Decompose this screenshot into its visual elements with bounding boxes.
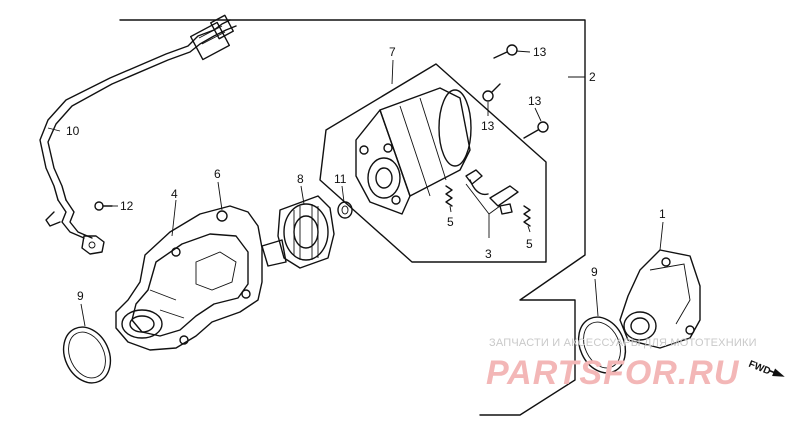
leader-lines: [47, 50, 664, 327]
wire-harness: [39, 14, 237, 255]
o-ring-left: [62, 326, 112, 384]
brush-set: [465, 169, 519, 215]
screw-12: [94, 201, 113, 211]
callout-4: 4: [171, 187, 178, 201]
screw-13-middle: [482, 83, 501, 102]
callout-13-top: 13: [533, 45, 547, 59]
brush-spring-right: [523, 205, 531, 227]
forward-arrow-icon: FWD: [747, 359, 785, 378]
front-cover: [619, 249, 701, 349]
callout-7: 7: [389, 45, 396, 59]
callout-1: 1: [659, 207, 666, 221]
starter-motor: [355, 87, 472, 215]
screw-13-right: [523, 121, 549, 139]
callout-9-right: 9: [591, 265, 598, 279]
screw-13-top: [493, 44, 518, 59]
callout-12: 12: [120, 199, 134, 213]
watermark-brand: PARTSFOR.RU: [486, 354, 740, 392]
o-ring-right: [577, 316, 627, 374]
callout-8: 8: [297, 172, 304, 186]
callout-3: 3: [485, 247, 492, 261]
callout-10: 10: [66, 124, 80, 138]
callout-13-middle: 13: [481, 119, 495, 133]
callout-11: 11: [334, 172, 347, 186]
watermark-tagline: ЗАПЧАСТИ И АКСЕССУАРЫ ДЛЯ МОТОТЕХНИКИ: [489, 337, 757, 349]
callout-2: 2: [589, 70, 596, 84]
harness-connector: [189, 21, 231, 61]
callout-13-right: 13: [528, 94, 542, 108]
starter-rear-housing: [115, 205, 263, 351]
starter-clutch: [261, 195, 335, 269]
motor-subassembly-frame: [319, 63, 547, 263]
brush-spring-left: [445, 185, 453, 207]
washer-11: [337, 201, 353, 219]
fwd-label: FWD: [747, 359, 772, 378]
assembly-frame: [119, 19, 586, 416]
callout-9-left: 9: [77, 289, 84, 303]
callout-6: 6: [214, 167, 221, 181]
callout-5-right: 5: [526, 237, 533, 251]
callout-5-left: 5: [447, 215, 454, 229]
